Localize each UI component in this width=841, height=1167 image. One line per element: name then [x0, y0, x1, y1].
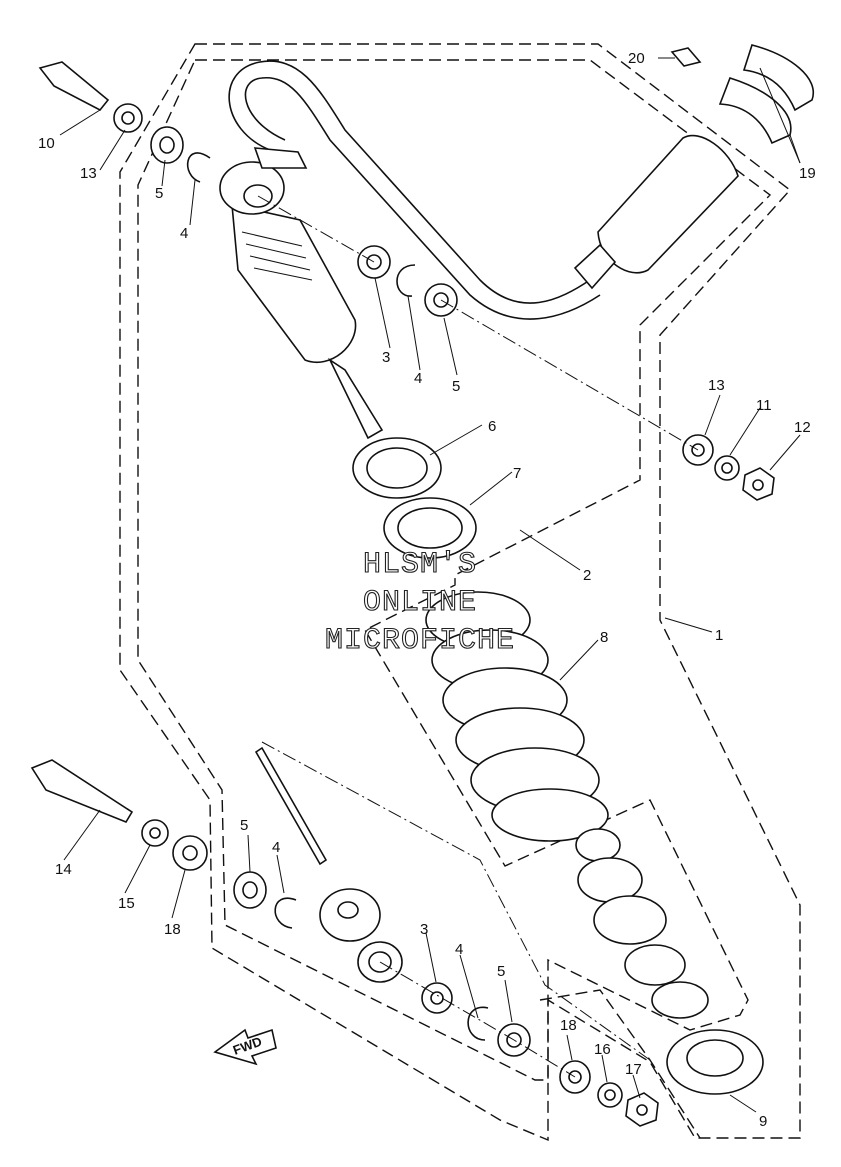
- callout-7: 7: [513, 465, 521, 482]
- spring-8: [425, 591, 609, 842]
- circlip-4-upper-left: [186, 152, 211, 183]
- bearing-5-lower-left: [233, 871, 267, 909]
- bolt-14: [30, 759, 134, 823]
- bolt-20: [670, 47, 702, 67]
- shaft-pin: [254, 746, 328, 866]
- callout-12: 12: [794, 419, 811, 436]
- callout-6: 6: [488, 418, 496, 435]
- callout-19: 19: [799, 165, 816, 182]
- callout-5-upper-mid: 5: [452, 378, 460, 395]
- callout-14: 14: [55, 861, 72, 878]
- leader-lines: [59, 57, 801, 1113]
- watermark: HLSM'S ONLINE MICROFICHE: [324, 547, 515, 658]
- callout-8: 8: [600, 629, 608, 646]
- circlip-4-lower-mid: [467, 1006, 489, 1041]
- ring-nut-7: [383, 497, 477, 559]
- callout-5-upper-left: 5: [155, 185, 163, 202]
- watermark-line2: ONLINE: [363, 586, 477, 620]
- alignment-line-lower: [261, 741, 651, 1061]
- callout-1: 1: [715, 627, 723, 644]
- reservoir: [573, 134, 739, 290]
- spring-seat-9: [666, 1029, 764, 1095]
- reservoir-hose: [228, 60, 591, 304]
- alignment-line-lower-2: [379, 961, 576, 1078]
- callout-4-upper-left: 4: [180, 225, 188, 242]
- circlip-4-lower-left: [274, 897, 297, 929]
- collar-18-left: [172, 835, 208, 871]
- callout-3-lower: 3: [420, 921, 428, 938]
- ring-nut-6: [352, 437, 442, 499]
- shock-absorber-body: [219, 147, 384, 440]
- nut-17: [625, 1092, 659, 1127]
- callout-9: 9: [759, 1113, 767, 1130]
- alignment-line-upper: [257, 195, 375, 263]
- nut-12: [742, 467, 775, 501]
- collar-3-lower: [421, 982, 453, 1014]
- collar-13-upper: [113, 103, 143, 133]
- callout-10: 10: [38, 135, 55, 152]
- callout-15: 15: [118, 895, 135, 912]
- callout-13-upper: 13: [80, 165, 97, 182]
- circlip-4-upper-mid: [396, 264, 416, 297]
- callout-5-lower-left: 5: [240, 817, 248, 834]
- washer-11: [714, 455, 740, 481]
- callout-17: 17: [625, 1061, 642, 1078]
- callout-4-lower-mid: 4: [455, 941, 463, 958]
- callouts: 10 13 5 4 3 4 5 6 7 2 8 1 13 11 12 20 19…: [38, 50, 816, 1130]
- callout-11: 11: [756, 397, 772, 414]
- clamp-19: [718, 44, 815, 145]
- bump-stop-stack: [575, 828, 709, 1019]
- callout-16: 16: [594, 1041, 611, 1058]
- bolt-10: [38, 61, 110, 112]
- callout-18-lower: 18: [560, 1017, 577, 1034]
- callout-13-right: 13: [708, 377, 725, 394]
- forward-arrow: FWD: [213, 1028, 277, 1066]
- callout-2: 2: [583, 567, 591, 584]
- assembly-1-boundary: [119, 43, 801, 1142]
- washer-15: [141, 819, 169, 847]
- bearing-5-upper-left: [150, 126, 184, 164]
- callout-5-lower-mid: 5: [497, 963, 505, 980]
- watermark-line3: MICROFICHE: [325, 624, 515, 658]
- callout-20: 20: [628, 50, 645, 67]
- reservoir-hose-inner: [244, 77, 601, 320]
- alignment-line-right: [440, 299, 699, 451]
- callout-4-upper-mid: 4: [414, 370, 422, 387]
- watermark-line1: HLSM'S: [363, 548, 477, 582]
- callout-18-left: 18: [164, 921, 181, 938]
- washer-16: [597, 1082, 623, 1108]
- callout-3-upper: 3: [382, 349, 390, 366]
- assembly-2-boundary: [137, 59, 772, 1081]
- callout-4-lower-left: 4: [272, 839, 280, 856]
